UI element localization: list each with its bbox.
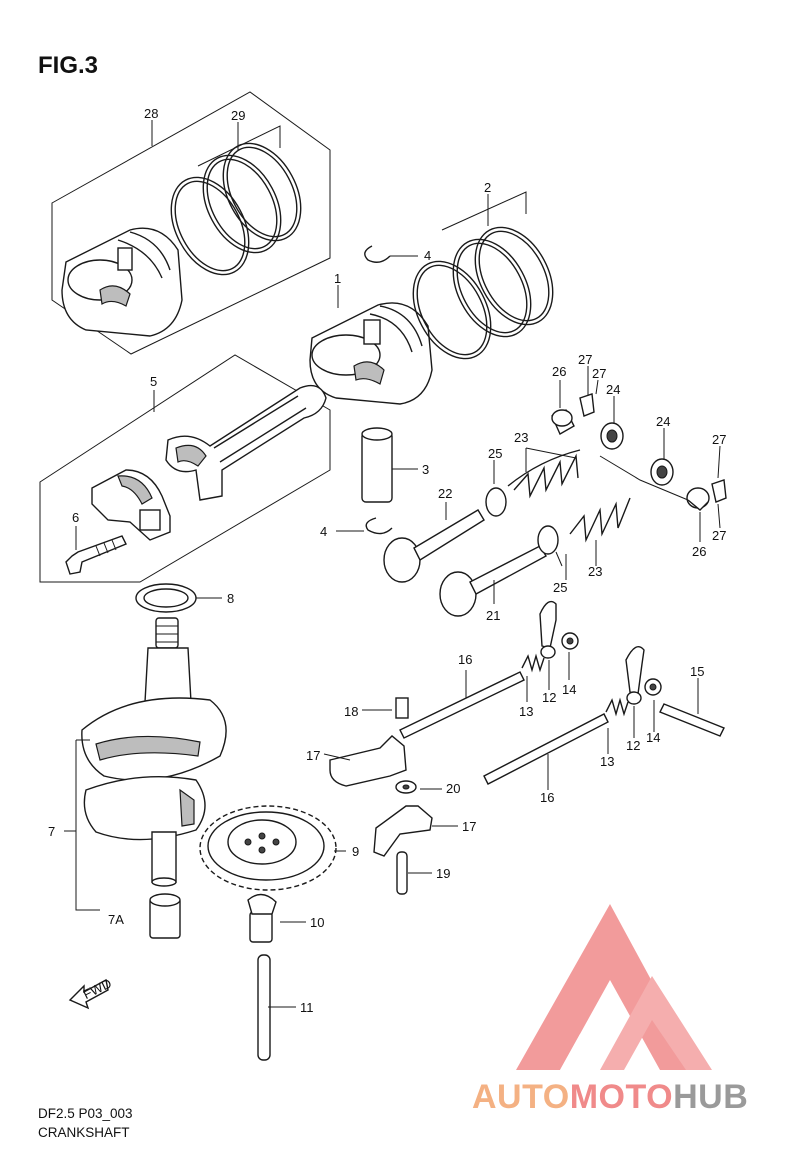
callout-7: 7 (48, 824, 55, 839)
rocker-arm-lower[interactable] (625, 646, 645, 705)
rocker-shaft-lower[interactable] (483, 713, 609, 785)
callout-17-upper: 17 (306, 748, 320, 763)
valve-cap-upper[interactable] (600, 422, 624, 450)
valve-22-part[interactable] (383, 509, 485, 583)
callout-28: 28 (144, 106, 158, 121)
piston-rings-2[interactable] (398, 214, 569, 372)
valve-cotter-right[interactable] (711, 479, 727, 503)
rocker-shaft-upper[interactable] (399, 671, 525, 739)
callout-27-right-top: 27 (712, 432, 726, 447)
callout-14-lower: 14 (646, 730, 660, 745)
callout-5: 5 (150, 374, 157, 389)
valve-cap-right[interactable] (650, 458, 674, 486)
callout-26-upper: 26 (552, 364, 566, 379)
callout-16-upper: 16 (458, 652, 472, 667)
callout-23-lower: 23 (588, 564, 602, 579)
forward-arrow-icon: FWD (68, 976, 114, 1010)
governor-arm-upper[interactable] (329, 735, 407, 787)
callout-26-right: 26 (692, 544, 706, 559)
conrod-bolt-part[interactable] (65, 535, 127, 575)
callout-7a: 7A (108, 912, 124, 927)
callout-8: 8 (227, 591, 234, 606)
callout-6: 6 (72, 510, 79, 525)
rocker-nut-upper[interactable] (561, 632, 579, 650)
callout-21: 21 (486, 608, 500, 623)
conrod-box (39, 354, 331, 583)
callout-27-mid: 27 (592, 366, 606, 381)
callout-1: 1 (334, 271, 341, 286)
governor-spring-18[interactable] (395, 697, 409, 719)
valve-spring-lower[interactable] (569, 497, 631, 543)
callout-16-lower: 16 (540, 790, 554, 805)
pin-19[interactable] (396, 851, 408, 895)
oil-seal-part[interactable] (135, 583, 197, 613)
valve-cotter-upper[interactable] (579, 393, 595, 417)
rocker-spring-upper[interactable] (521, 653, 545, 673)
footer: DF2.5 P03_003 CRANKSHAFT (38, 1104, 133, 1142)
callout-2: 2 (484, 180, 491, 195)
callout-12-lower: 12 (626, 738, 640, 753)
model-code: DF2.5 P03_003 (38, 1106, 133, 1121)
callout-13-lower: 13 (600, 754, 614, 769)
shaft-15[interactable] (659, 703, 725, 737)
callout-13-upper: 13 (519, 704, 533, 719)
governor-arm-lower[interactable] (373, 805, 433, 857)
piston-set-part[interactable] (61, 227, 183, 337)
callout-12-upper: 12 (542, 690, 556, 705)
callout-4-lower: 4 (320, 524, 327, 539)
callout-25-lower: 25 (553, 580, 567, 595)
callout-24-upper: 24 (606, 382, 620, 397)
callout-19: 19 (436, 866, 450, 881)
tappet-part[interactable] (247, 893, 277, 943)
callout-29: 29 (231, 108, 245, 123)
valve-21-part[interactable] (439, 545, 547, 617)
callout-17-lower: 17 (462, 819, 476, 834)
connecting-rod-part[interactable] (91, 384, 327, 541)
cam-gear-part[interactable] (199, 805, 337, 891)
piston-pin-part[interactable] (361, 427, 393, 503)
rocker-arm-upper[interactable] (539, 600, 557, 659)
watermark-logo (516, 904, 712, 1070)
piston-rings-29[interactable] (156, 130, 317, 288)
callout-11: 11 (300, 1000, 314, 1015)
callout-27-right-bottom: 27 (712, 528, 726, 543)
piston-part[interactable] (309, 302, 433, 405)
spring-retainer-lower[interactable] (537, 525, 559, 555)
callout-24-right: 24 (656, 414, 670, 429)
crank-bearing-part[interactable] (149, 893, 181, 939)
callout-20: 20 (446, 781, 460, 796)
piston-set-box (51, 91, 331, 355)
svg-text:FWD: FWD (81, 976, 114, 1002)
callout-3: 3 (422, 462, 429, 477)
callout-18: 18 (344, 704, 358, 719)
callout-23-upper: 23 (514, 430, 528, 445)
valve-seal-right[interactable] (686, 487, 710, 511)
valve-seal-upper[interactable] (551, 409, 575, 435)
callout-10: 10 (310, 915, 324, 930)
callout-15: 15 (690, 664, 704, 679)
circlip-upper[interactable] (364, 245, 391, 263)
rocker-nut-lower[interactable] (644, 678, 662, 696)
valve-spring-upper[interactable] (507, 449, 581, 499)
watermark-text: AUTOMOTOHUB (472, 1078, 748, 1116)
washer-20[interactable] (395, 780, 417, 794)
callout-4-upper: 4 (424, 248, 431, 263)
circlip-lower[interactable] (365, 517, 393, 535)
spring-retainer-upper[interactable] (485, 487, 507, 517)
crankshaft-part[interactable] (81, 617, 227, 887)
callout-14-upper: 14 (562, 682, 576, 697)
callout-22: 22 (438, 486, 452, 501)
callout-labels: 28 29 2 4 1 5 3 4 6 8 7 7A 9 10 11 22 25… (48, 106, 726, 1015)
rocker-spring-lower[interactable] (605, 697, 629, 717)
section-name: CRANKSHAFT (38, 1125, 130, 1140)
callout-9: 9 (352, 844, 359, 859)
callout-27-top: 27 (578, 352, 592, 367)
callout-25-upper: 25 (488, 446, 502, 461)
figure-title: FIG.3 (38, 52, 99, 79)
leader-lines (64, 120, 721, 1008)
